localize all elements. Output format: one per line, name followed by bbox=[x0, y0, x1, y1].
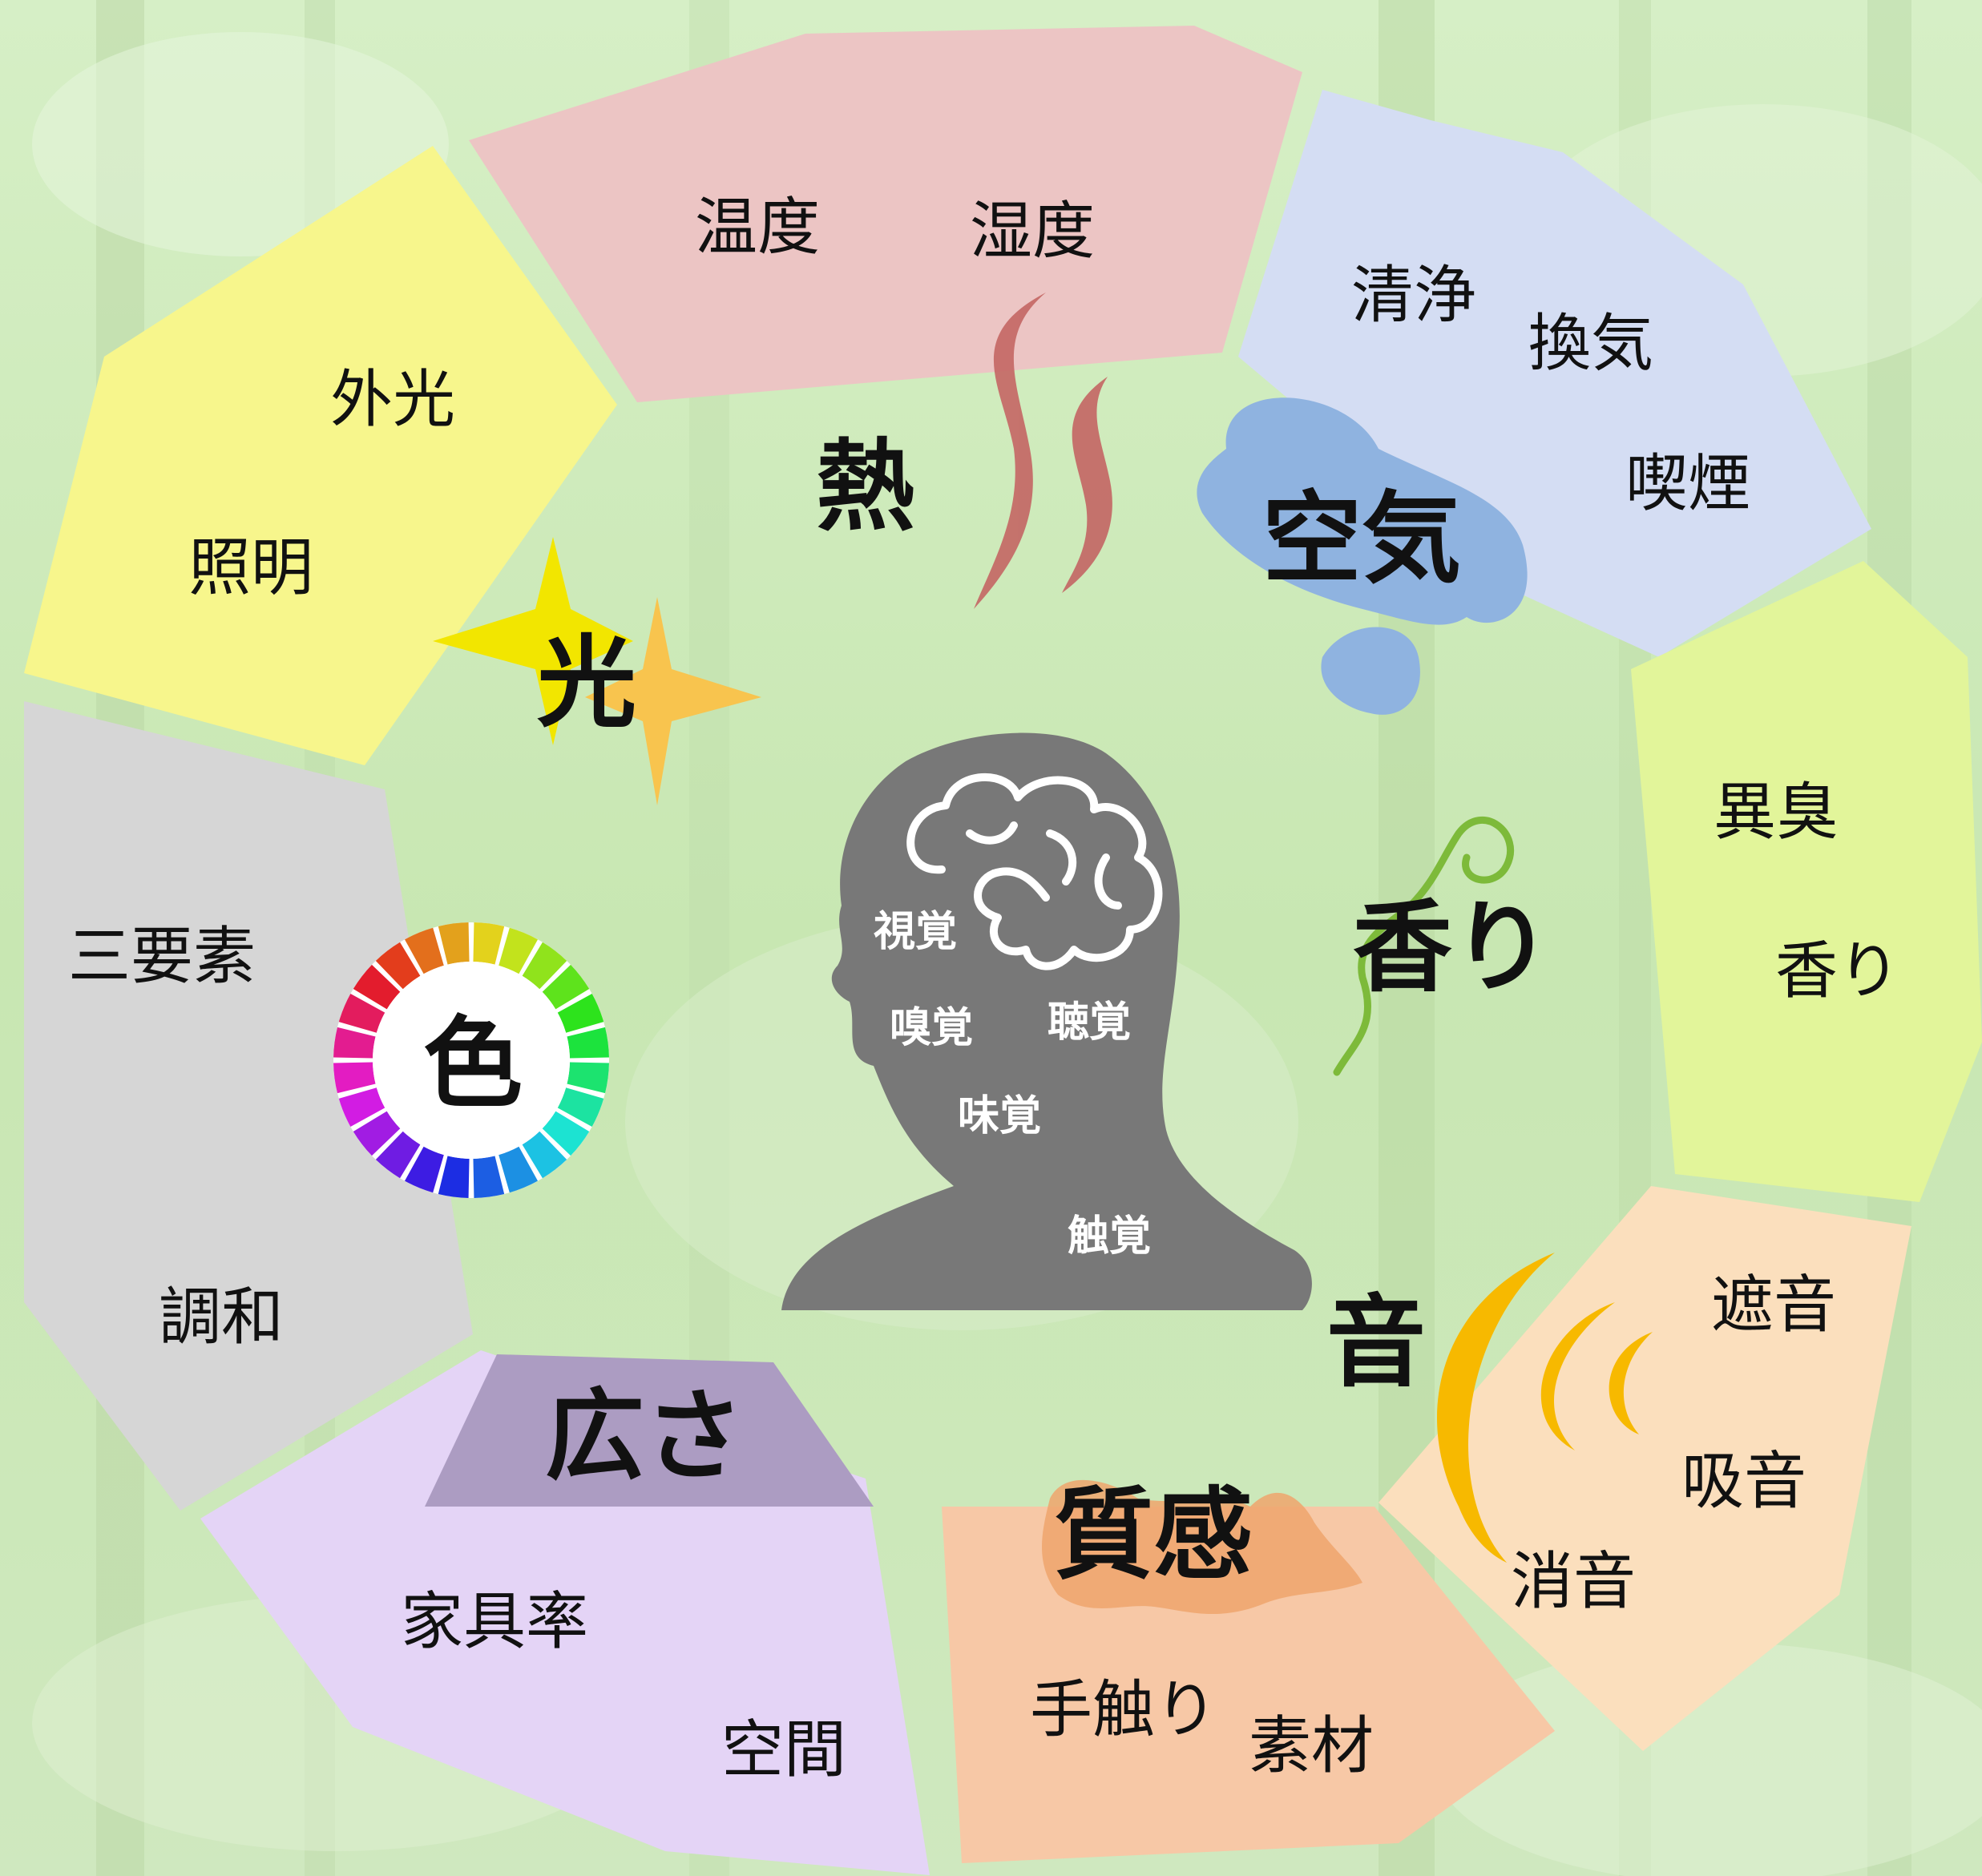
color-wheel-segment bbox=[353, 1111, 401, 1156]
sense-sight: 視覚 bbox=[874, 908, 957, 956]
heat-panel bbox=[469, 26, 1302, 402]
sense-hearing: 聴覚 bbox=[1048, 999, 1131, 1047]
color-wheel-segment bbox=[522, 942, 567, 990]
space-item-furniture-ratio: 家具率 bbox=[401, 1586, 588, 1658]
sense-labels: 視覚 嗅覚 聴覚 味覚 触覚 bbox=[874, 908, 1151, 1261]
scent-panel bbox=[1631, 561, 1982, 1202]
color-wheel-segment bbox=[499, 927, 539, 974]
heat-title: 熱 bbox=[816, 430, 915, 545]
color-wheel-segment bbox=[375, 942, 421, 990]
color-panel bbox=[24, 701, 473, 1511]
light-item-daylight: 外光 bbox=[330, 364, 455, 436]
air-item-smoking: 喫煙 bbox=[1625, 448, 1750, 520]
head-silhouette bbox=[781, 732, 1312, 1310]
air-title: 空気 bbox=[1262, 482, 1461, 597]
color-wheel-segment bbox=[557, 1087, 604, 1128]
trapezoid-icon bbox=[425, 1354, 874, 1507]
color-wheel-segment bbox=[542, 1111, 590, 1156]
sound-item-silencing: 消音 bbox=[1511, 1546, 1636, 1618]
color-wheel-segment bbox=[375, 1131, 421, 1179]
color-wheel-segment bbox=[567, 1027, 609, 1059]
sparkle-icon bbox=[433, 537, 761, 805]
color-wheel-segment bbox=[473, 1156, 505, 1198]
color-item-harmony: 調和 bbox=[159, 1281, 284, 1354]
color-wheel-segment bbox=[338, 1087, 386, 1128]
heat-item-humidity: 湿度 bbox=[970, 196, 1095, 268]
sound-wave-icon bbox=[1437, 1253, 1653, 1563]
color-wheel-segment bbox=[338, 993, 386, 1033]
light-panel bbox=[24, 146, 617, 765]
vine-icon bbox=[1333, 816, 1515, 1076]
color-wheel-segment bbox=[404, 1146, 444, 1193]
color-wheel-segment bbox=[557, 993, 604, 1033]
color-wheel-segment bbox=[542, 964, 590, 1010]
color-wheel-segment bbox=[567, 1062, 609, 1094]
splash-icon bbox=[1042, 1479, 1362, 1615]
scent-item-odor: 異臭 bbox=[1714, 777, 1839, 849]
space-item-space: 空間 bbox=[721, 1714, 846, 1786]
color-wheel-segment bbox=[438, 922, 470, 965]
color-item-three-elements: 三要素 bbox=[68, 921, 256, 993]
color-wheel-segment bbox=[522, 1131, 567, 1179]
sense-touch: 触覚 bbox=[1068, 1212, 1151, 1261]
scent-item-fragrance: 香り bbox=[1775, 935, 1900, 1007]
scent-title: 香り bbox=[1353, 890, 1552, 1006]
texture-item-material: 素材 bbox=[1249, 1710, 1374, 1782]
space-title: 広さ bbox=[545, 1379, 744, 1495]
heat-item-temperature: 温度 bbox=[695, 192, 820, 264]
texture-item-touch: 手触り bbox=[1030, 1674, 1217, 1746]
brain-icon bbox=[906, 773, 1163, 970]
color-wheel-segment bbox=[438, 1156, 470, 1198]
color-wheel-segment bbox=[353, 964, 401, 1010]
color-wheel-icon bbox=[333, 922, 609, 1198]
texture-title: 質感 bbox=[1054, 1478, 1253, 1593]
color-wheel-segment bbox=[333, 1062, 376, 1094]
sound-item-insulation: 遮音 bbox=[1711, 1269, 1836, 1341]
sound-title: 音 bbox=[1326, 1285, 1426, 1401]
air-item-clean: 清浄 bbox=[1351, 260, 1476, 332]
color-wheel-segment bbox=[499, 1146, 539, 1193]
air-panel bbox=[1238, 90, 1871, 657]
steam-icon bbox=[974, 292, 1112, 609]
cloud-icon bbox=[1197, 397, 1528, 715]
sound-panel bbox=[1379, 1186, 1911, 1751]
color-wheel-segment bbox=[473, 922, 505, 965]
sense-taste: 味覚 bbox=[958, 1092, 1041, 1140]
light-item-lighting: 照明 bbox=[188, 532, 313, 604]
air-item-ventilation: 換気 bbox=[1528, 308, 1653, 380]
color-wheel-segment bbox=[404, 927, 444, 974]
light-title: 光 bbox=[537, 626, 636, 741]
color-wheel-segment bbox=[333, 1027, 376, 1059]
sense-smell: 嗅覚 bbox=[890, 1004, 973, 1052]
sound-item-absorption: 吸音 bbox=[1681, 1446, 1806, 1518]
color-title: 色 bbox=[423, 1007, 523, 1122]
